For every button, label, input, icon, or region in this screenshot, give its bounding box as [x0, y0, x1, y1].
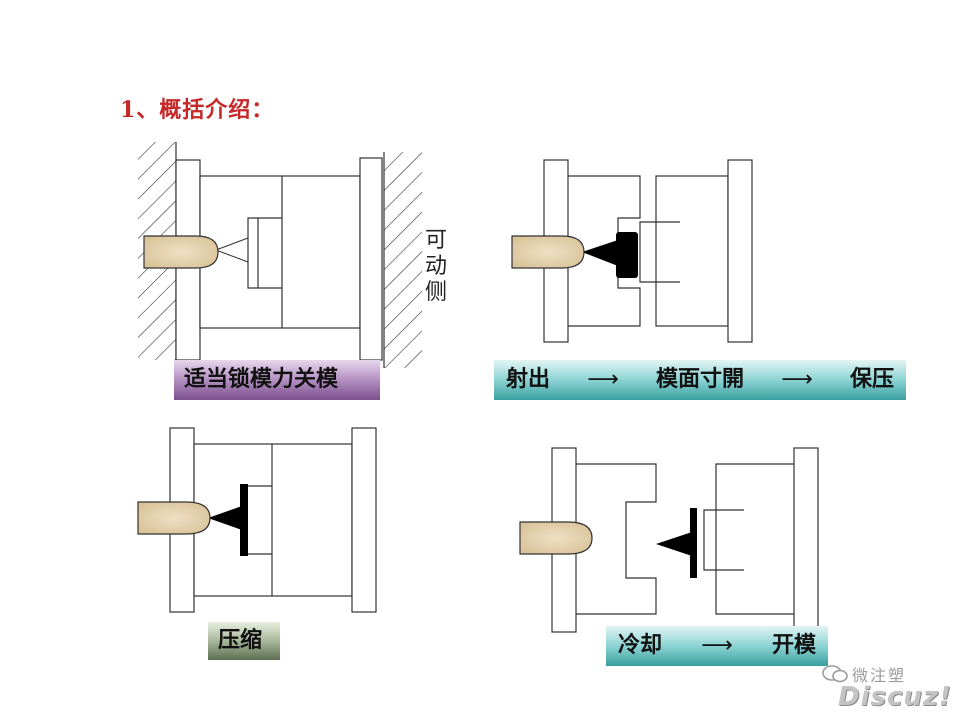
- arrow-icon: ⟶: [701, 633, 733, 658]
- mold-body: [199, 175, 361, 329]
- injection-nozzle: [137, 501, 211, 535]
- watermark-logo: Discuz!: [838, 682, 952, 712]
- movable-side-label: 可 动 侧: [424, 228, 447, 305]
- panel-compression: [137, 427, 377, 613]
- melt-fill: [616, 232, 638, 278]
- caption-step: 冷却: [618, 633, 663, 658]
- arrow-icon: ⟶: [587, 367, 619, 392]
- caption-cooling-open: 冷却 ⟶ 开模: [606, 626, 828, 666]
- section-heading: 1、概括介绍：: [120, 97, 275, 123]
- caption-step: 射出: [506, 367, 551, 392]
- caption-step: 保压: [849, 367, 894, 392]
- caption-compression: 压缩: [208, 622, 280, 660]
- panel-mold-close: [138, 142, 422, 368]
- movable-platen: [793, 447, 819, 633]
- molded-part: [690, 508, 697, 578]
- watermark-cn: 微注塑: [852, 666, 907, 685]
- melt-fill: [240, 484, 248, 556]
- watermark: 微注塑 Discuz!: [808, 662, 958, 718]
- injection-nozzle: [519, 521, 593, 555]
- movable-wall-hatch: [384, 152, 422, 368]
- panel-injection: [511, 159, 753, 343]
- injection-nozzle: [143, 235, 219, 269]
- movable-platen: [359, 157, 383, 361]
- caption-step: 模面寸開: [655, 367, 744, 392]
- movable-platen: [727, 159, 753, 343]
- movable-platen: [351, 427, 377, 613]
- caption-step: 开模: [771, 633, 816, 658]
- panel-cooling-open: [519, 447, 819, 633]
- caption-injection: 射出 ⟶ 模面寸開 ⟶ 保压: [494, 360, 906, 400]
- caption-mold-close: 适当锁模力关模: [174, 360, 380, 400]
- arrow-icon: ⟶: [781, 367, 813, 392]
- injection-nozzle: [511, 235, 585, 269]
- chat-bubble-icon: [822, 665, 848, 683]
